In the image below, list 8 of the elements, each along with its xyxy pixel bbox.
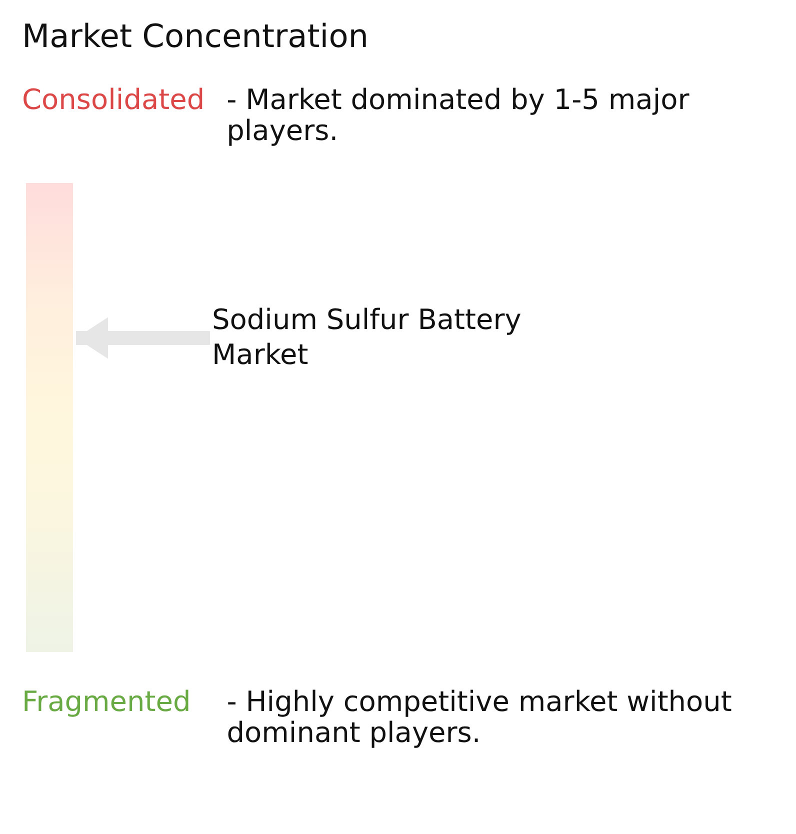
consolidated-description: - Market dominated by 1-5 major players.: [226, 84, 690, 146]
consolidated-label: Consolidated: [22, 84, 205, 115]
arrow: [76, 317, 210, 359]
market-name-text: Sodium Sulfur Battery Market: [212, 302, 572, 372]
chart-title: Market Concentration: [22, 16, 369, 56]
concentration-bar: [26, 183, 73, 652]
fragmented-description: - Highly competitive market without dominant players.: [226, 686, 733, 748]
fragmented-label: Fragmented: [22, 686, 191, 717]
